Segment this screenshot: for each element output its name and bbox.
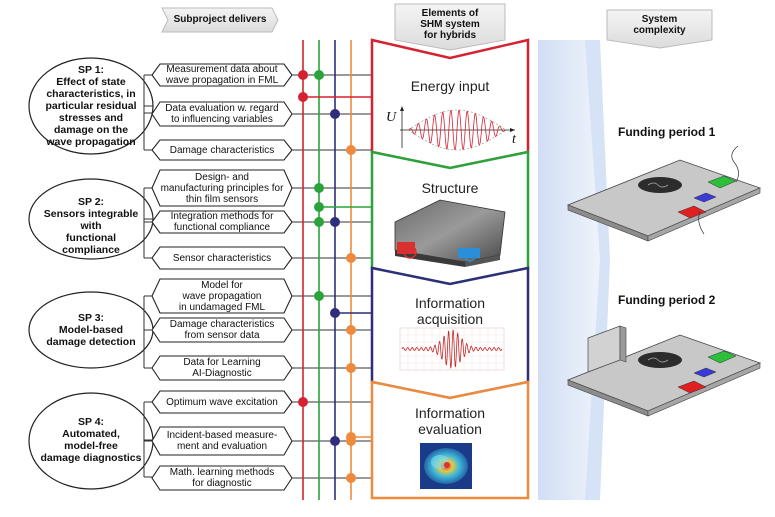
sp4-label: SP 4: Automated, model-free damage diagn… xyxy=(40,416,142,464)
connection-dot xyxy=(314,70,324,80)
deliverable-text: Damage characteristics xyxy=(169,144,275,156)
deliverable-box xyxy=(151,63,293,87)
deliverable-text: Math. learning methods for diagnostic xyxy=(169,467,275,489)
evaluation-heatmap xyxy=(420,443,472,489)
connection-dot xyxy=(346,253,356,263)
vertical-lines xyxy=(302,40,352,500)
acquisition-signal-plot xyxy=(399,327,505,371)
sp-brackets xyxy=(143,74,153,478)
element-feed-dot xyxy=(298,92,308,102)
deliverable-text: Data for Learning AI-Diagnostic xyxy=(183,357,261,379)
deliverable-box xyxy=(151,139,293,161)
connection-dot xyxy=(346,473,356,483)
element-feed-dot xyxy=(314,202,324,212)
element-energy-box xyxy=(370,38,530,170)
connection-dot xyxy=(346,325,356,335)
signal-x-label: t xyxy=(512,132,516,147)
element-structure-label: Structure xyxy=(421,180,479,196)
deliverable-box xyxy=(151,101,293,127)
signal-y-label: U xyxy=(386,110,397,125)
deliverable-box xyxy=(151,426,293,456)
header-subproject-shape xyxy=(161,7,279,33)
funding-period-1-label: Funding period 1 xyxy=(618,125,716,139)
sp2-label: SP 2: Sensors integrable with functional… xyxy=(43,196,139,256)
deliverable-box xyxy=(151,390,293,414)
element-feed-dot xyxy=(330,308,340,318)
deliverable-text: Incident-based measure- ment and evaluat… xyxy=(166,430,278,452)
deliverable-text: Measurement data about wave propagation … xyxy=(165,64,279,86)
connection-dot xyxy=(314,183,324,193)
deliverable-box xyxy=(151,278,293,314)
plate-period-2 xyxy=(566,325,762,417)
connection-dot xyxy=(314,217,324,227)
header-complexity: System complexity xyxy=(633,14,686,36)
sp3-label: SP 3: Model-based damage detection xyxy=(46,312,136,348)
deliverable-text: Damage characteristics from sensor data xyxy=(169,319,275,341)
connection-dot xyxy=(314,291,324,301)
header-elements: Elements of SHM system for hybrids xyxy=(420,8,480,41)
connection-dot xyxy=(330,217,340,227)
deliverable-box xyxy=(151,246,293,270)
deliverable-text: Optimum wave excitation xyxy=(166,396,278,408)
deliverable-text: Design- and manufacturing principles for… xyxy=(160,171,284,205)
connection-dot xyxy=(298,397,308,407)
deliverable-text: Integration methods for functional compl… xyxy=(170,211,274,233)
deliverable-text: Sensor characteristics xyxy=(172,252,272,264)
element-evaluation-box xyxy=(370,380,530,500)
connection-dot xyxy=(330,109,340,119)
header-complexity-shape xyxy=(606,9,713,49)
element-energy-label: Energy input xyxy=(410,78,490,94)
deliverable-box xyxy=(151,169,293,207)
connection-dot xyxy=(330,436,340,446)
plate-period-1 xyxy=(566,145,762,242)
element-feed-dot xyxy=(346,432,356,442)
sp1-label: SP 1: Effect of state characteristics, i… xyxy=(45,64,137,148)
deliverable-text: Model for wave propagation in undamaged … xyxy=(178,279,266,313)
connection-dot xyxy=(298,70,308,80)
deliverable-box xyxy=(151,317,293,343)
header-elements-shape xyxy=(394,3,506,51)
connection-dot xyxy=(346,363,356,373)
element-evaluation-label: Information evaluation xyxy=(414,405,486,437)
deliverable-box xyxy=(151,210,293,234)
structure-panel-image xyxy=(394,199,506,267)
deliverable-box xyxy=(151,465,293,491)
deliverable-text: Data evaluation w. regard to influencing… xyxy=(165,103,279,125)
funding-period-2-label: Funding period 2 xyxy=(618,293,716,307)
deliverable-box xyxy=(151,355,293,381)
element-acquisition-label: Information acquisition xyxy=(414,295,486,327)
connection-dot xyxy=(346,145,356,155)
energy-signal-plot xyxy=(400,106,515,151)
header-subproject: Subproject delivers xyxy=(173,14,267,25)
